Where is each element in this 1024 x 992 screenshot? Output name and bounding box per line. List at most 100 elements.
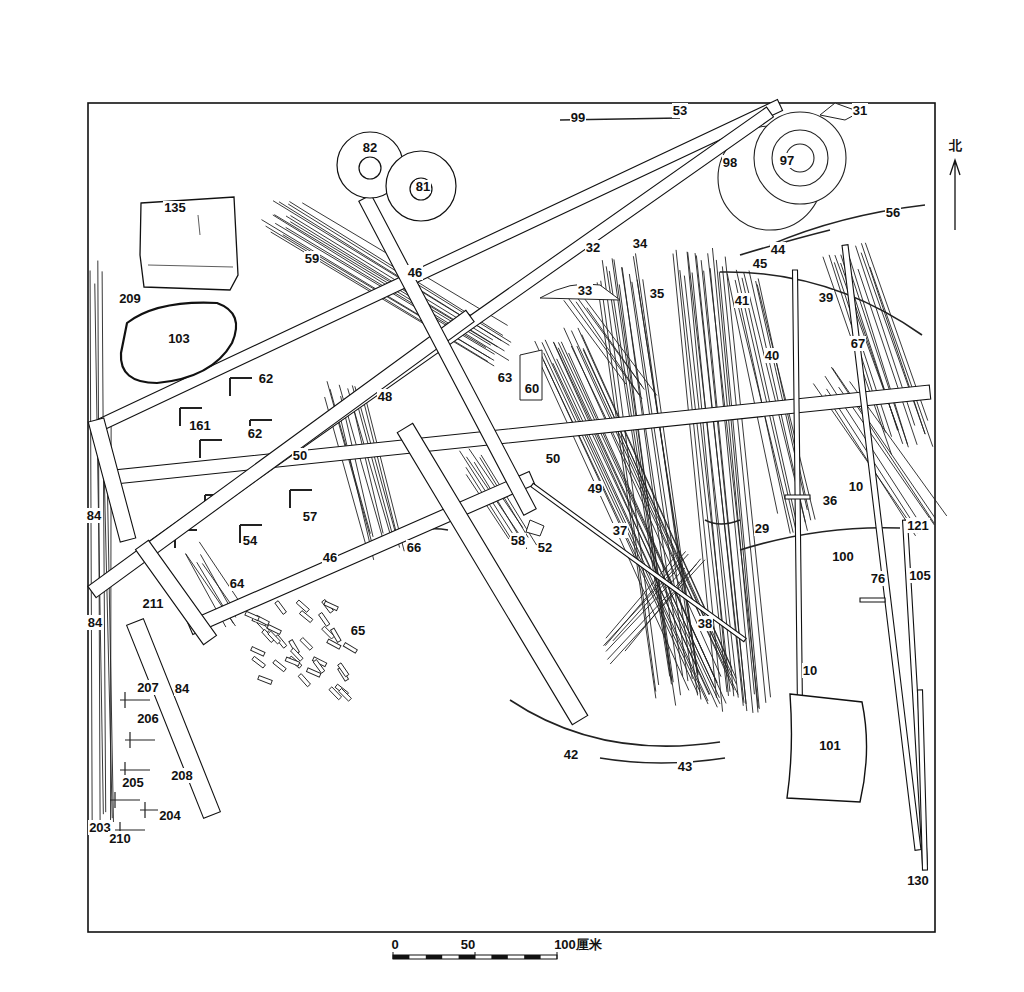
arrow-shaft	[629, 274, 688, 681]
arrow-shaft	[676, 250, 723, 712]
callout-number: 40	[764, 348, 780, 363]
callout-number: 31	[852, 103, 868, 118]
scale-label: 50	[460, 937, 476, 952]
callout-number: 67	[850, 336, 866, 351]
object-number: 135	[163, 201, 187, 214]
arrow-shaft	[861, 253, 925, 435]
callout-number: 34	[632, 236, 648, 251]
callout-number: 50	[292, 448, 308, 463]
callout-number: 46	[407, 265, 423, 280]
arrow-shaft	[597, 282, 656, 698]
callout-number: 211	[142, 596, 165, 611]
arrow-shaft	[571, 331, 730, 676]
arrow-shaft	[625, 559, 701, 651]
callout-number: 65	[350, 623, 366, 638]
disc-item: 81	[385, 150, 457, 222]
callout-number: 50	[545, 451, 561, 466]
callout-number: 205	[121, 775, 145, 790]
callout-number: 45	[752, 256, 768, 271]
arrow-shaft	[576, 302, 642, 399]
arrow-shaft	[355, 386, 400, 547]
callout-number: 52	[537, 540, 553, 555]
object-outline: 101	[782, 690, 872, 806]
beam	[88, 418, 135, 542]
callout-number: 54	[242, 533, 258, 548]
scale-label: 100厘米	[553, 937, 603, 952]
arrow-shaft	[606, 568, 685, 652]
callout-number: 43	[677, 759, 693, 774]
arrow-shaft	[606, 557, 675, 638]
beam	[785, 495, 810, 499]
callout-number: 62	[247, 426, 263, 441]
beam	[104, 385, 930, 485]
callout-number: 206	[136, 711, 160, 726]
callout-number: 32	[585, 240, 601, 255]
arrow-shaft	[199, 542, 240, 603]
arrow-shaft	[680, 270, 727, 692]
arrow-shaft	[692, 273, 734, 697]
callout-number: 100	[831, 549, 855, 564]
callout-number: 46	[322, 550, 338, 565]
object-number: 81	[415, 180, 431, 193]
arrow-shaft	[90, 270, 92, 823]
callout-number: 10	[802, 663, 818, 678]
callout-number: 207	[136, 680, 160, 695]
arrow-shaft	[613, 565, 681, 641]
callout-number: 84	[86, 508, 102, 523]
beam	[97, 100, 782, 431]
arrow-shaft	[607, 564, 696, 659]
arrow-shaft	[545, 340, 709, 695]
north-arrow	[950, 160, 960, 230]
object-outline: 135	[138, 195, 242, 293]
arrow-shaft	[585, 299, 657, 396]
beam	[531, 483, 746, 641]
callout-number: 10	[848, 479, 864, 494]
callout-number: 42	[563, 747, 579, 762]
callout-number: 56	[885, 205, 901, 220]
callout-number: 29	[754, 521, 770, 536]
arrow-shaft	[727, 273, 777, 513]
callout-number: 41	[734, 293, 750, 308]
object-number: 82	[362, 141, 378, 154]
callout-number: 84	[174, 681, 190, 696]
arrow-shaft	[673, 254, 716, 698]
beam	[397, 423, 587, 724]
arrow-shaft	[839, 387, 935, 525]
callout-number: 53	[672, 103, 688, 118]
callout-number: 60	[524, 381, 540, 396]
callout-number: 48	[377, 389, 393, 404]
arrow-shaft	[564, 300, 626, 384]
callout-number: 84	[87, 615, 103, 630]
callout-number: 62	[258, 371, 274, 386]
callout-number: 76	[870, 571, 886, 586]
callout-number: 210	[108, 831, 132, 846]
callout-number: 北	[948, 138, 963, 153]
arrow-shaft	[95, 284, 104, 815]
callout-number: 66	[406, 540, 422, 555]
arrow-shaft	[606, 266, 670, 676]
arrow-shaft	[684, 276, 730, 692]
callout-number: 121	[906, 518, 930, 533]
callout-number: 36	[822, 493, 838, 508]
callout-number: 59	[304, 251, 320, 266]
arrow-shaft	[601, 281, 656, 692]
object-number: 103	[167, 332, 191, 345]
beam	[793, 270, 803, 710]
arrow-shaft	[568, 298, 639, 395]
callout-number: 38	[697, 616, 713, 631]
callout-number: 49	[587, 481, 603, 496]
callout-number: 161	[188, 418, 212, 433]
callout-number: 130	[906, 873, 930, 888]
beam	[918, 690, 928, 870]
arrow-shaft	[102, 271, 106, 812]
arrow-shaft	[571, 346, 738, 695]
callout-number: 99	[570, 110, 586, 125]
scale-label: 0	[390, 937, 399, 952]
outline	[138, 195, 242, 293]
callout-number: 44	[770, 242, 786, 257]
callout-number: 57	[302, 509, 318, 524]
callout-number: 63	[497, 370, 513, 385]
